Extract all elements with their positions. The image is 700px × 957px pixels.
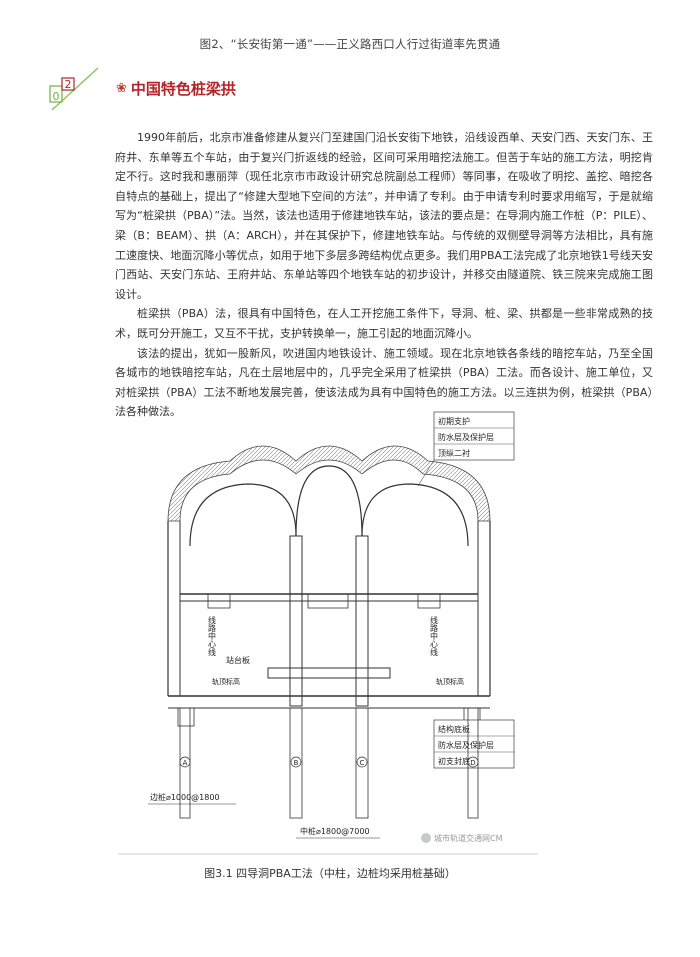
logo-digit-1: 2 bbox=[65, 78, 72, 91]
paragraph-3: 该法的提出，犹如一股新风，吹进国内地铁设计、施工领域。现在北京地铁各条线的暗挖车… bbox=[115, 346, 653, 419]
label-centerline-left: 线路中心线 bbox=[208, 615, 217, 656]
watermark: 城市轨道交通网CM bbox=[434, 833, 503, 843]
paragraph-1: 1990年前后，北京市准备修建从复兴门至建国门沿长安街下地铁，沿线设西单、天安门… bbox=[115, 131, 653, 301]
label-rail-left: 轨顶标高 bbox=[212, 677, 240, 686]
axis-d: D bbox=[470, 759, 475, 767]
axis-b: B bbox=[294, 759, 299, 767]
label-centerline-right: 线路中心线 bbox=[430, 615, 439, 656]
axis-markers: A B C D bbox=[179, 756, 479, 768]
label-top-2: 防水层及保护层 bbox=[438, 432, 494, 442]
section-title: ❀ 中国特色桩梁拱 bbox=[116, 78, 236, 99]
pba-section-drawing: 初期支护 防水层及保护层 顶纵二衬 站台板 线路中心线 线路中心线 轨顶标高 轨… bbox=[118, 411, 538, 855]
section-title-text: 中国特色桩梁拱 bbox=[130, 80, 236, 98]
axis-c: C bbox=[360, 759, 365, 767]
axis-a: A bbox=[183, 759, 188, 767]
page-header: 图2、“长安街第一通”——正义路西口人行过街道率先贯通 bbox=[199, 37, 501, 51]
label-side-pile: 边桩⌀1000@1800 bbox=[150, 792, 220, 802]
logo-digit-2: 0 bbox=[53, 90, 60, 103]
label-platform: 站台板 bbox=[226, 655, 250, 665]
section-logo: 0 2 bbox=[49, 67, 99, 111]
label-mid-pile: 中桩⌀1800@7000 bbox=[300, 826, 370, 836]
paragraph-2: 桩梁拱（PBA）法，很具有中国特色，在人工开挖施工条件下，导洞、桩、梁、拱都是一… bbox=[115, 307, 653, 340]
article-body: 1990年前后，北京市准备修建从复兴门至建国门沿长安街下地铁，沿线设西单、天安门… bbox=[115, 128, 653, 422]
flower-icon: ❀ bbox=[116, 81, 127, 96]
figure-caption: 图3.1 四导洞PBA工法（中柱，边桩均采用桩基础） bbox=[204, 867, 456, 880]
label-top-1: 初期支护 bbox=[438, 416, 470, 426]
label-bottom-3: 初支封底 bbox=[438, 756, 470, 766]
label-bottom-2: 防水层及保护层 bbox=[438, 740, 494, 750]
label-rail-right: 轨顶标高 bbox=[436, 677, 464, 686]
label-top-3: 顶纵二衬 bbox=[438, 448, 470, 458]
label-bottom-1: 结构底板 bbox=[438, 724, 470, 734]
